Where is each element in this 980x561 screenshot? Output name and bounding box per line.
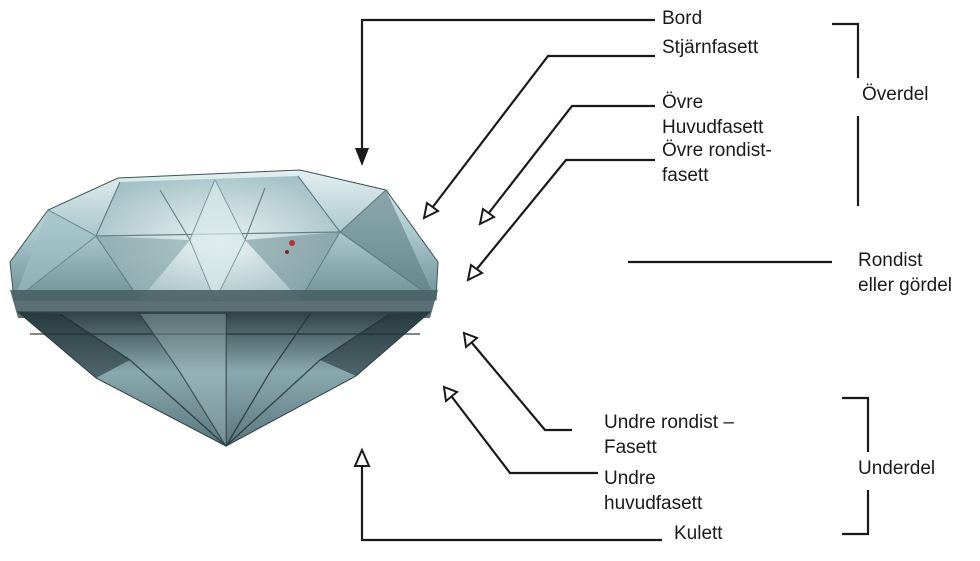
arrow-stjarnfasett [422, 201, 440, 220]
arrow-bord [355, 148, 369, 166]
leader-stjarnfasett [431, 54, 655, 209]
arrow-undre-rondistfasett [462, 331, 479, 349]
diamond-girdle [10, 290, 438, 318]
arrowheads [353, 148, 496, 467]
bracket-overdel-top [832, 22, 860, 78]
bracket-underdel-top [842, 396, 870, 452]
leader-ovre-rondistfasett [475, 158, 655, 271]
leader-bord [360, 18, 655, 150]
label-stjarnfasett: Stjärnfasett [662, 37, 759, 58]
leader-lines [360, 18, 870, 542]
label-overdel: Överdel [862, 84, 929, 105]
bracket-underdel-bottom [842, 490, 870, 536]
arrow-undre-huvudfasett [442, 385, 459, 403]
leader-undre-huvudfasett [451, 396, 598, 475]
arrow-kulett [353, 447, 371, 467]
label-underdel: Underdel [858, 458, 936, 479]
label-ovre-rondistfasett: Övre rondist- fasett [662, 140, 772, 186]
label-undre-huvudfasett: Undre huvudfasett [604, 468, 703, 514]
label-rondist: Rondist eller gördel [858, 250, 952, 296]
diamond-illustration [9, 169, 439, 447]
label-kulett: Kulett [674, 523, 723, 544]
leader-undre-rondistfasett [471, 342, 572, 432]
label-bord: Bord [662, 8, 703, 29]
leader-kulett [360, 462, 662, 542]
label-undre-rondistfasett: Undre rondist – Fasett [604, 412, 734, 458]
leader-ovre-huvudfasett [487, 104, 655, 215]
label-ovre-huvudfasett: Övre Huvudfasett [662, 92, 764, 138]
arrow-ovre-rondistfasett [466, 263, 484, 282]
arrow-ovre-huvudfasett [478, 207, 496, 226]
